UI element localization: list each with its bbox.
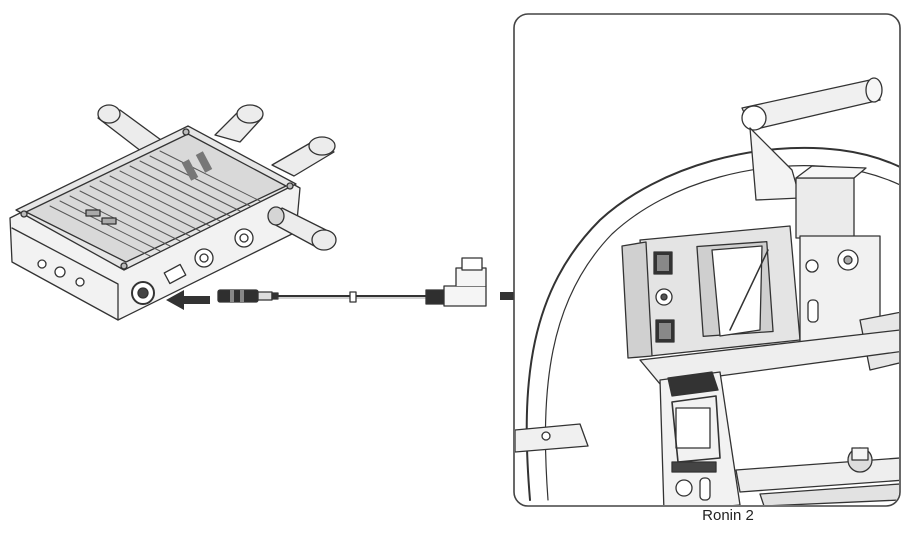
gimbal-caption: Ronin 2 (702, 507, 754, 524)
ronin-2-gimbal-illustration (515, 77, 899, 505)
logo-icon (181, 151, 213, 181)
vent-slots (85, 209, 117, 225)
screw-icon (20, 128, 294, 270)
power-cable-with-right-angle-plug (217, 257, 487, 307)
power-port-icon (131, 281, 155, 305)
arrow-left-icon (166, 290, 210, 310)
port-icon (653, 251, 675, 343)
antenna-icon (267, 206, 337, 251)
heatsink-ribs (49, 150, 261, 257)
gimbal-panel (513, 13, 901, 507)
port-icon (163, 228, 254, 285)
video-transmitter-device (9, 104, 337, 321)
